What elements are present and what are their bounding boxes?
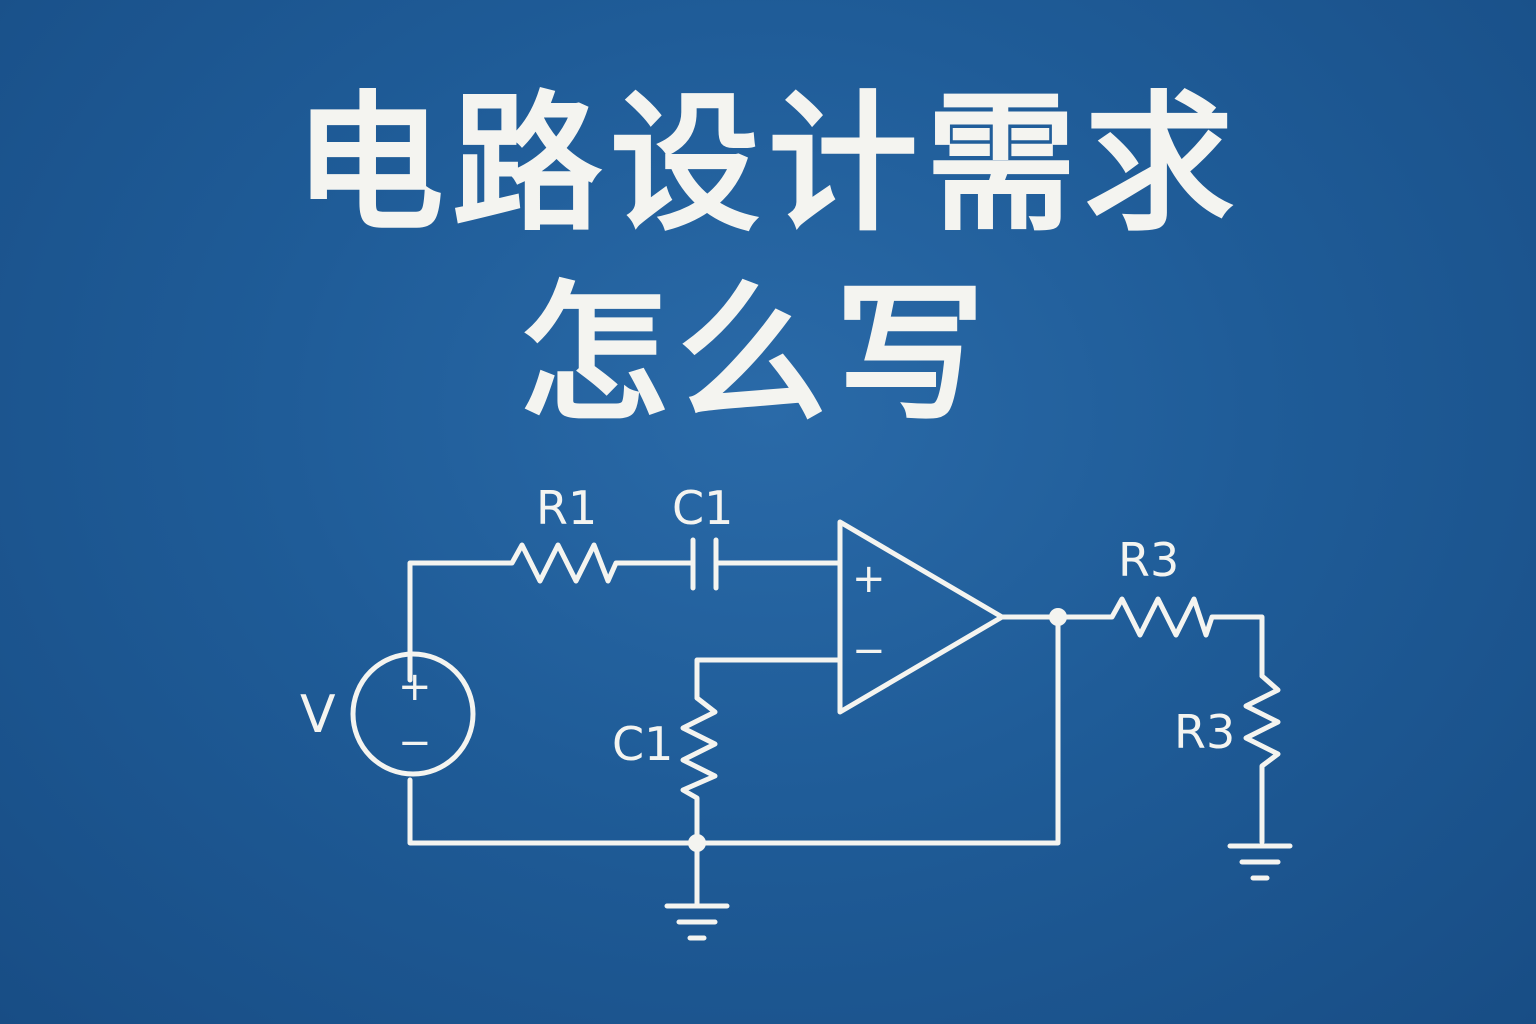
voltage-source [350,651,476,777]
resistor-r3-right [1243,673,1281,845]
title-line-1: 电路设计需求 [293,78,1242,252]
wire-opamp-minus [694,657,843,701]
wire-source-bottom [407,777,700,846]
ground-symbol-left [664,840,730,941]
opamp-triangle [837,519,1005,715]
label-r3-right: R3 [1174,705,1235,759]
component-c1-left [680,695,718,846]
label-c1-top: C1 [672,481,733,535]
ground-symbol-right [1227,843,1293,881]
capacitor-c1 [690,537,719,591]
label-source-v: V [300,685,336,745]
title-line-2: 怎么写 [518,268,993,442]
label-r1: R1 [536,481,597,535]
opamp-plus-sign: + [852,556,886,602]
label-r3-top: R3 [1118,533,1179,587]
resistor-r3-top [1095,596,1265,679]
opamp-minus-sign: − [852,628,886,674]
resistor-r1 [495,542,623,584]
source-minus-sign: − [398,720,432,766]
wire-source-top [407,560,501,683]
label-c1-left: C1 [612,717,673,771]
source-plus-sign: + [398,664,432,710]
wire-output-feedback [694,614,1061,846]
